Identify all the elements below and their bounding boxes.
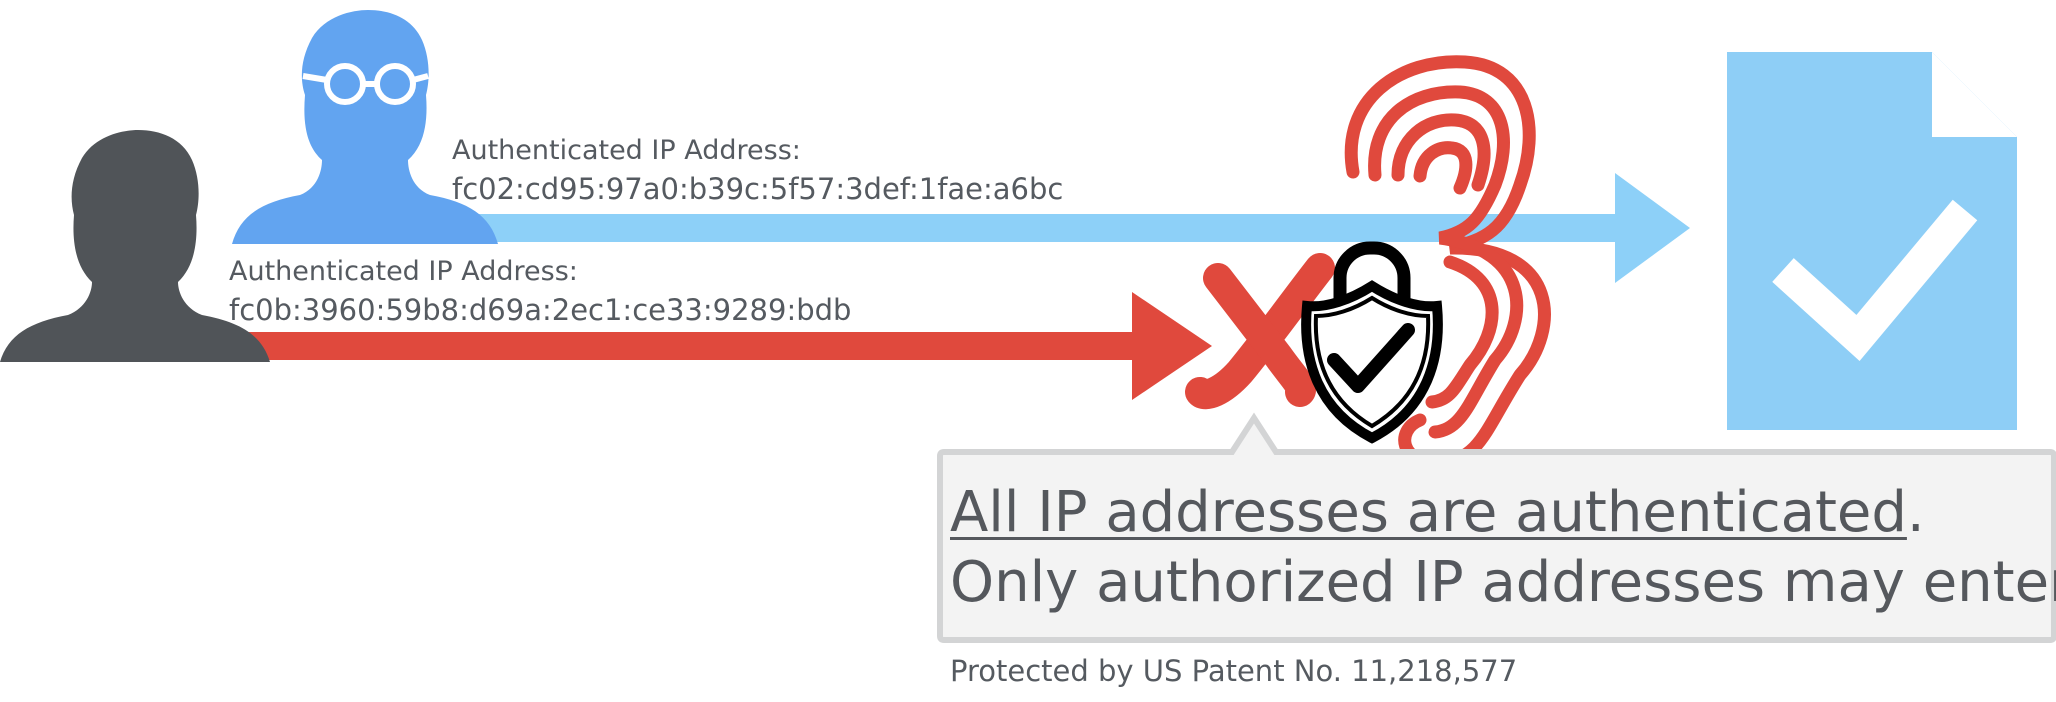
authorized-ip-label: Authenticated IP Address: xyxy=(452,135,801,166)
callout-bubble xyxy=(937,412,2056,643)
denied-arrow xyxy=(170,292,1212,400)
unauthorized-ip-address: fc0b:3960:59b8:d69a:2ec1:ce33:9289:bdb xyxy=(229,293,852,327)
callout-line-2: Only authorized IP addresses may enter. xyxy=(950,550,2056,615)
unauthorized-ip-label: Authenticated IP Address: xyxy=(229,256,578,287)
callout-text: All IP addresses are authenticated. Only… xyxy=(950,478,2056,618)
authorized-arrow xyxy=(478,173,1690,283)
user-with-glasses-icon xyxy=(232,10,498,244)
authorized-ip-address: fc02:cd95:97a0:b39c:5f57:3def:1fae:a6bc xyxy=(452,172,1064,206)
patent-notice: Protected by US Patent No. 11,218,577 xyxy=(950,654,1518,688)
document-check-icon xyxy=(1727,52,2017,430)
x-mark-icon xyxy=(1185,253,1335,410)
callout-period: . xyxy=(1906,480,1925,545)
user-icon xyxy=(0,130,270,362)
shield-check-icon xyxy=(1301,241,1443,444)
callout-underlined-statement: All IP addresses are authenticated xyxy=(950,480,1907,545)
callout-line-1: All IP addresses are authenticated. xyxy=(950,478,2056,548)
